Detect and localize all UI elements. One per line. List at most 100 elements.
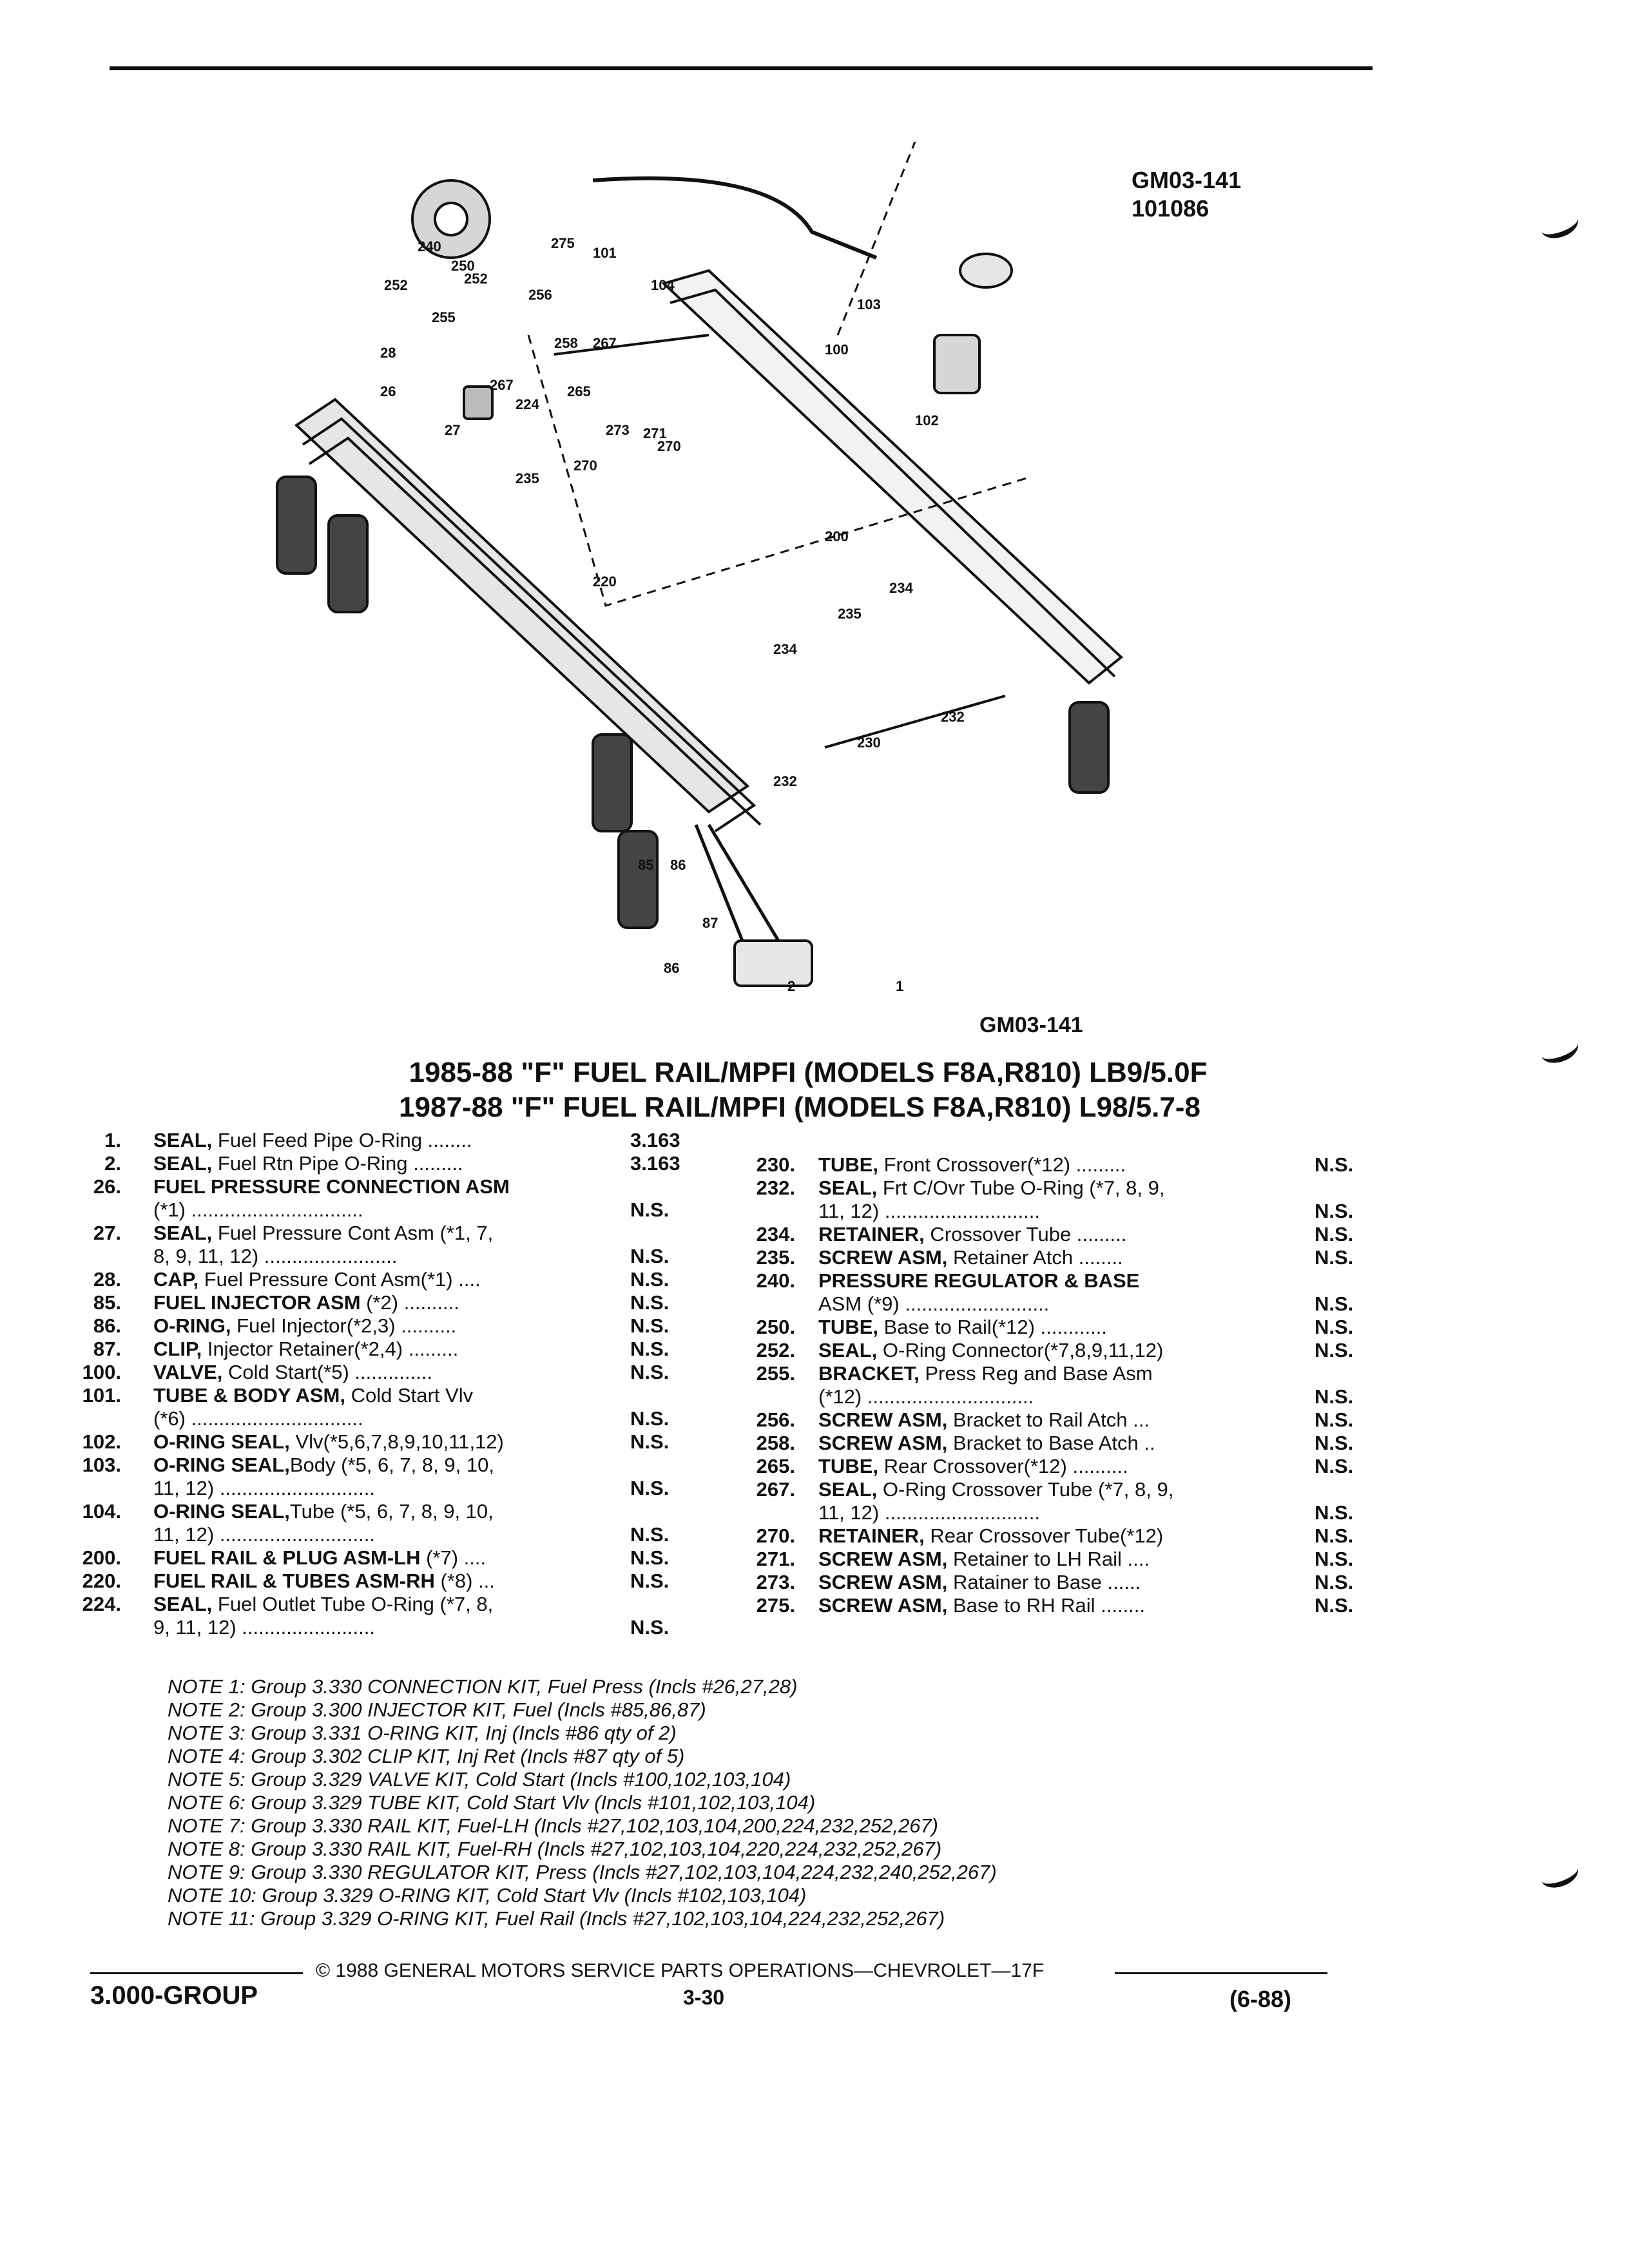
part-row: 230.TUBE, Front Crossover(*12) .........…	[728, 1153, 1566, 1177]
part-reference: N.S.	[1315, 1316, 1354, 1338]
part-detail-continued: (*12) ..............................	[818, 1385, 1034, 1408]
part-description: SEAL, O-Ring Connector(*7,8,9,11,12)	[818, 1339, 1327, 1362]
part-name: SEAL,	[153, 1593, 213, 1615]
part-reference: N.S.	[1315, 1153, 1354, 1176]
part-row: 27.SEAL, Fuel Pressure Cont Asm (*1, 7,8…	[57, 1222, 701, 1268]
part-reference: N.S.	[1315, 1432, 1354, 1454]
part-row: 271.SCREW ASM, Retainer to LH Rail ....N…	[728, 1548, 1566, 1571]
part-number: 2.	[104, 1152, 121, 1175]
part-detail: Front Crossover(*12) .........	[878, 1153, 1126, 1176]
svg-text:100: 100	[825, 341, 849, 358]
part-number: 265.	[756, 1455, 795, 1477]
part-description: FUEL INJECTOR ASM (*2) ..........	[153, 1291, 630, 1314]
part-row: 256.SCREW ASM, Bracket to Rail Atch ...N…	[728, 1408, 1566, 1432]
part-reference: N.S.	[1315, 1524, 1354, 1547]
svg-text:275: 275	[551, 235, 575, 251]
part-detail-continued: 11, 12) ............................	[818, 1501, 1040, 1524]
part-row: 255.BRACKET, Press Reg and Base Asm(*12)…	[728, 1362, 1566, 1408]
part-detail: Bracket to Base Atch ..	[947, 1432, 1155, 1454]
figure-code-block: GM03-141 101086	[1132, 166, 1241, 223]
part-name: CLIP,	[153, 1338, 202, 1360]
note: NOTE 9: Group 3.330 REGULATOR KIT, Press…	[168, 1861, 997, 1883]
part-detail: Vlv(*5,6,7,8,9,10,11,12)	[289, 1430, 504, 1453]
part-name: SCREW ASM,	[818, 1408, 948, 1431]
svg-text:267: 267	[593, 335, 617, 351]
part-number: 86.	[93, 1314, 121, 1337]
part-description: SCREW ASM, Bracket to Rail Atch ...	[818, 1408, 1327, 1432]
part-row: 100.VALVE, Cold Start(*5) ..............…	[57, 1361, 701, 1384]
part-detail: O-Ring Crossover Tube (*7, 8, 9,	[877, 1478, 1174, 1501]
part-number: 256.	[756, 1408, 795, 1431]
footer-rule-left	[90, 1972, 303, 1974]
part-row: 104.O-RING SEAL,Tube (*5, 6, 7, 8, 9, 10…	[57, 1500, 701, 1546]
svg-text:220: 220	[593, 573, 617, 590]
svg-text:273: 273	[606, 422, 630, 438]
exploded-view-diagram: 240 275 101 104 103 100 102 250 252 252 …	[258, 141, 1160, 1005]
part-name: TUBE,	[818, 1455, 878, 1477]
part-name: SEAL,	[818, 1177, 878, 1199]
part-row: 270.RETAINER, Rear Crossover Tube(*12)N.…	[728, 1524, 1566, 1548]
section-title-1: 1985-88 "F" FUEL RAIL/MPFI (MODELS F8A,R…	[409, 1057, 1208, 1088]
part-name: SEAL,	[818, 1478, 878, 1501]
svg-text:101: 101	[593, 245, 617, 261]
part-detail: Fuel Injector(*2,3) ..........	[231, 1314, 457, 1337]
part-description: TUBE, Base to Rail(*12) ............	[818, 1316, 1327, 1339]
part-detail: Press Reg and Base Asm	[919, 1362, 1153, 1385]
part-row: 224.SEAL, Fuel Outlet Tube O-Ring (*7, 8…	[57, 1593, 701, 1639]
note: NOTE 3: Group 3.331 O-RING KIT, Inj (Inc…	[168, 1722, 677, 1744]
svg-text:224: 224	[516, 396, 539, 412]
part-row: 2.SEAL, Fuel Rtn Pipe O-Ring .........3.…	[57, 1152, 701, 1175]
note: NOTE 7: Group 3.330 RAIL KIT, Fuel-LH (I…	[168, 1814, 938, 1837]
part-detail: Fuel Rtn Pipe O-Ring .........	[212, 1152, 463, 1175]
footer-rule-right	[1115, 1972, 1327, 1974]
part-number: 255.	[756, 1362, 795, 1385]
part-row: 103.O-RING SEAL,Body (*5, 6, 7, 8, 9, 10…	[57, 1454, 701, 1500]
part-detail-continued: 11, 12) ............................	[153, 1523, 375, 1546]
part-detail-continued: 11, 12) ............................	[818, 1200, 1040, 1222]
svg-text:252: 252	[384, 277, 408, 293]
svg-text:267: 267	[490, 377, 514, 393]
part-row: 220.FUEL RAIL & TUBES ASM-RH (*8) ...N.S…	[57, 1570, 701, 1593]
part-detail: Cold Start Vlv	[345, 1384, 474, 1407]
part-detail: O-Ring Connector(*7,8,9,11,12)	[877, 1339, 1164, 1361]
note: NOTE 2: Group 3.300 INJECTOR KIT, Fuel (…	[168, 1698, 706, 1721]
part-reference: N.S.	[1315, 1408, 1354, 1431]
note: NOTE 10: Group 3.329 O-RING KIT, Cold St…	[168, 1884, 807, 1907]
figure-code-bottom: GM03-141	[979, 1013, 1083, 1037]
part-name: SCREW ASM,	[818, 1594, 948, 1617]
part-number: 271.	[756, 1548, 795, 1570]
part-detail-continued: (*1) ...............................	[153, 1198, 363, 1221]
part-detail: Injector Retainer(*2,4) .........	[202, 1338, 459, 1360]
svg-text:252: 252	[464, 271, 488, 287]
part-row: 86.O-RING, Fuel Injector(*2,3) .........…	[57, 1314, 701, 1338]
part-description: SEAL, Fuel Rtn Pipe O-Ring .........	[153, 1152, 630, 1175]
part-name: FUEL INJECTOR ASM	[153, 1291, 361, 1314]
part-description: TUBE, Rear Crossover(*12) ..........	[818, 1455, 1327, 1478]
svg-text:26: 26	[380, 383, 396, 399]
note: NOTE 6: Group 3.329 TUBE KIT, Cold Start…	[168, 1791, 816, 1814]
svg-text:234: 234	[773, 641, 797, 657]
part-row: 28.CAP, Fuel Pressure Cont Asm(*1) ....N…	[57, 1268, 701, 1291]
part-name: TUBE,	[818, 1316, 878, 1338]
part-number: 270.	[756, 1524, 795, 1547]
part-description: SCREW ASM, Ratainer to Base ......	[818, 1571, 1327, 1594]
part-detail: Fuel Feed Pipe O-Ring ........	[212, 1129, 472, 1151]
part-number: 87.	[93, 1338, 121, 1360]
part-description: SCREW ASM, Bracket to Base Atch ..	[818, 1432, 1327, 1455]
part-detail: Base to Rail(*12) ............	[878, 1316, 1107, 1338]
part-detail: Bracket to Rail Atch ...	[947, 1408, 1150, 1431]
svg-text:230: 230	[857, 735, 881, 751]
part-number: 267.	[756, 1478, 795, 1501]
part-detail: Fuel Outlet Tube O-Ring (*7, 8,	[212, 1593, 494, 1615]
part-name: RETAINER,	[818, 1524, 925, 1547]
part-number: 252.	[756, 1339, 795, 1361]
part-name: FUEL RAIL & PLUG ASM-LH	[153, 1546, 421, 1569]
part-reference: N.S.	[1315, 1501, 1354, 1524]
part-reference: N.S.	[1315, 1246, 1354, 1269]
note: NOTE 1: Group 3.330 CONNECTION KIT, Fuel…	[168, 1675, 798, 1698]
part-detail-continued: 11, 12) ............................	[153, 1477, 375, 1499]
part-reference: N.S.	[630, 1338, 670, 1360]
section-titles: 1985-88 "F" FUEL RAIL/MPFI (MODELS F8A,R…	[0, 1055, 1629, 1125]
top-rule	[110, 66, 1373, 70]
punch-hole-mark	[1537, 1856, 1582, 1893]
